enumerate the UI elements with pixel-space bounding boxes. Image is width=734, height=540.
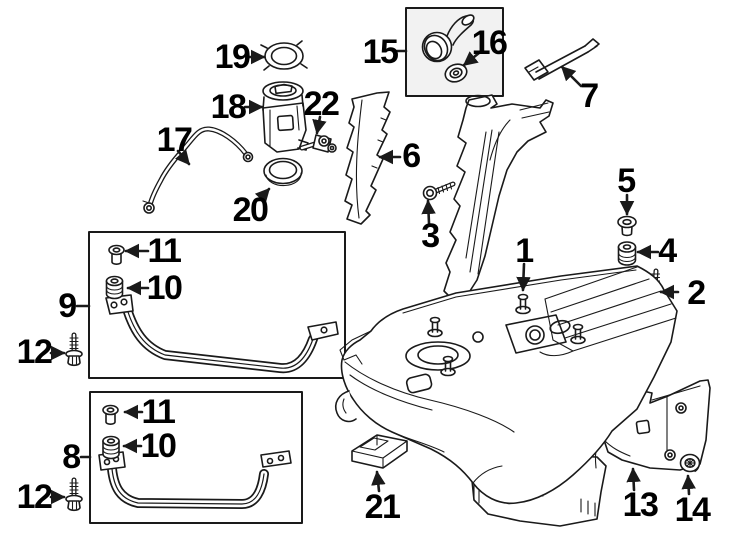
part-fuel-tank — [334, 265, 678, 505]
part-cap-seal — [444, 63, 468, 83]
callout-8: 8 — [62, 438, 81, 476]
part-pump-seal — [263, 157, 303, 187]
callout-13: 13 — [622, 486, 659, 524]
part-strap-screw-lower — [102, 404, 119, 425]
callout-3: 3 — [421, 217, 440, 255]
part-strap-screw-upper — [108, 244, 125, 265]
callout-11-lower: 11 — [141, 393, 176, 431]
callout-18: 18 — [210, 88, 247, 126]
callout-19: 19 — [214, 38, 251, 76]
callout-14: 14 — [674, 491, 711, 529]
callout-7: 7 — [580, 77, 599, 115]
callout-11-upper: 11 — [147, 232, 182, 270]
callout-10-lower: 10 — [140, 427, 177, 465]
part-filler-neck-shield — [344, 91, 391, 225]
part-filler-neck-bolt — [422, 181, 456, 201]
callout-22: 22 — [303, 85, 340, 123]
filler-neck — [443, 94, 554, 300]
callout-10-upper: 10 — [146, 269, 183, 307]
part-strap-bushing-lower — [102, 435, 120, 460]
callout-6: 6 — [402, 137, 421, 175]
callout-9: 9 — [58, 287, 77, 325]
callout-16: 16 — [471, 24, 508, 62]
callout-17: 17 — [156, 121, 193, 159]
callout-4: 4 — [658, 232, 677, 270]
part-mount-bushing — [617, 241, 637, 266]
part-strap-bolt-upper — [65, 332, 83, 367]
part-fuel-pump-module — [262, 81, 309, 153]
callout-20: 20 — [232, 191, 269, 229]
callout-12-upper: 12 — [16, 333, 53, 371]
part-strap-bushing-upper — [105, 275, 124, 300]
callout-12-lower: 12 — [16, 478, 53, 516]
callout-1: 1 — [515, 232, 534, 270]
part-vent-hose — [524, 38, 600, 81]
part-sender-arm — [299, 134, 337, 153]
part-strap-rear — [98, 450, 292, 509]
callout-21: 21 — [364, 488, 401, 526]
callout-15: 15 — [362, 33, 399, 71]
part-fuel-cap — [421, 14, 475, 63]
part-mount-bracket — [351, 434, 408, 469]
part-strap-bolt-lower — [65, 477, 83, 512]
part-strap-front — [105, 294, 339, 374]
part-mount-screw — [617, 215, 637, 237]
callout-arrows — [49, 49, 696, 505]
callout-2: 2 — [687, 274, 706, 312]
part-shield-nut — [679, 453, 701, 473]
callout-5: 5 — [617, 162, 636, 200]
part-lock-ring — [260, 40, 308, 71]
